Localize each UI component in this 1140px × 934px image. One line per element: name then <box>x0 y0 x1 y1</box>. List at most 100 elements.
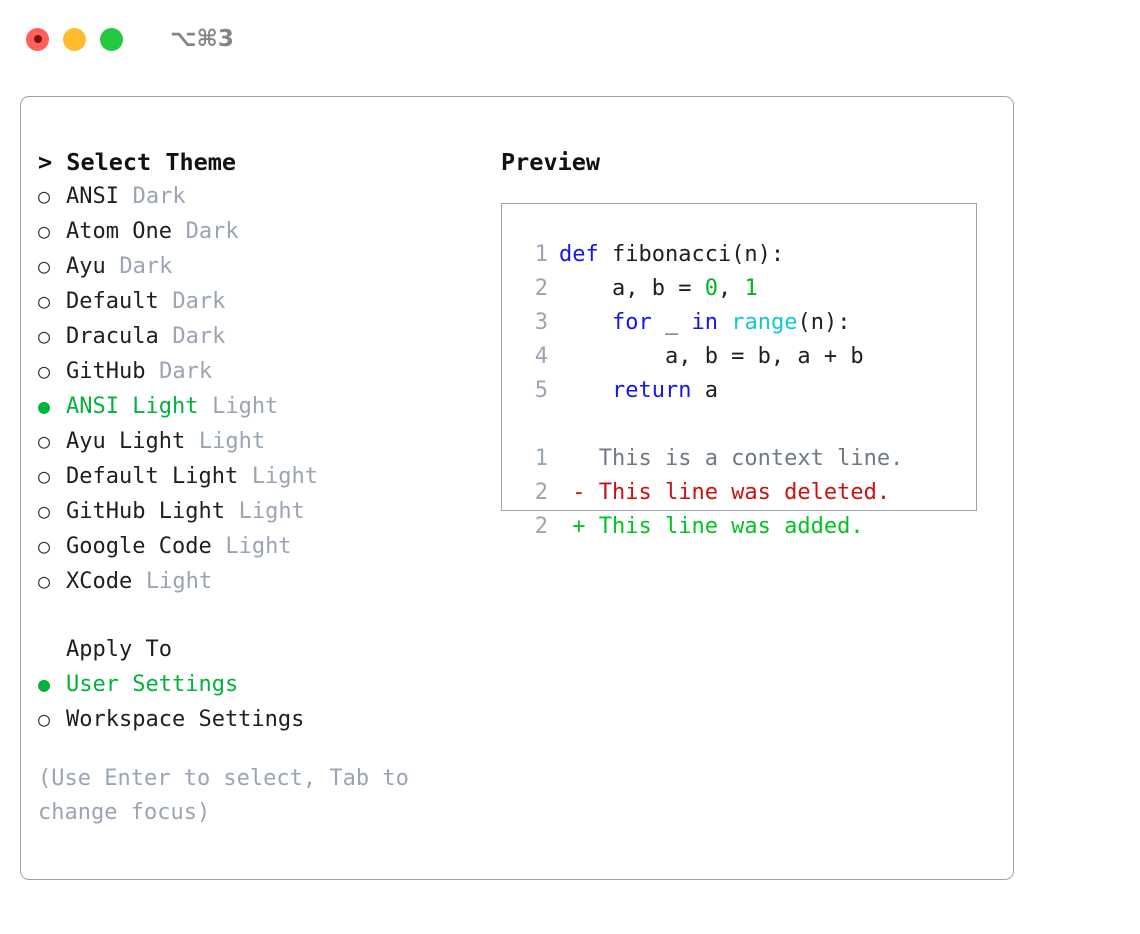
theme-option-label: Atom One <box>66 219 172 244</box>
code-token-num: 0 <box>704 276 718 301</box>
code-token-plain: a, b = <box>559 276 705 301</box>
theme-option-github[interactable]: ○ GitHub Dark <box>38 354 488 389</box>
select-theme-heading: > Select Theme <box>38 148 237 176</box>
radio-unselected-icon: ○ <box>38 707 51 731</box>
theme-option-atom-one[interactable]: ○ Atom One Dark <box>38 214 488 249</box>
code-token-kw: def <box>559 242 612 267</box>
apply-to-heading: Apply To <box>66 637 172 662</box>
theme-option-label: Default Light <box>66 464 239 489</box>
radio-unselected-icon: ○ <box>38 499 51 523</box>
keyboard-hint-text: (Use Enter to select, Tab to change focu… <box>38 766 423 825</box>
code-line-text: for _ in range(n): <box>559 306 850 340</box>
code-line-text: def fibonacci(n): <box>559 238 784 272</box>
theme-option-label: Google Code <box>66 534 212 559</box>
theme-variant-badge: Light <box>145 569 213 594</box>
theme-variant-badge: Light <box>225 534 292 559</box>
minimize-button-icon[interactable] <box>63 27 86 51</box>
radio-unselected-icon: ○ <box>38 219 51 243</box>
code-line-number: 5 <box>534 378 548 403</box>
diff-line-number: 2 <box>534 514 548 539</box>
theme-variant-badge: Dark <box>172 289 226 314</box>
traffic-light-group <box>26 27 123 51</box>
code-token-kw: in <box>691 310 718 335</box>
code-line-number: 3 <box>534 310 548 335</box>
diff-line-text: This is a context line. <box>559 446 904 471</box>
theme-option-label: Ayu Light <box>66 429 186 454</box>
code-token-plain: _ <box>651 310 692 335</box>
radio-unselected-icon: ○ <box>38 324 51 348</box>
close-button-icon[interactable] <box>26 27 49 51</box>
theme-variant-badge: Light <box>212 394 279 419</box>
code-token-plain: a <box>691 378 718 403</box>
theme-variant-badge: Light <box>238 499 305 524</box>
code-token-plain: , <box>717 276 745 301</box>
maximize-button-icon[interactable] <box>100 27 123 51</box>
code-token-plain: (n): <box>797 310 851 335</box>
code-token-plain <box>559 310 612 335</box>
diff-line-number: 1 <box>534 446 548 471</box>
theme-option-xcode[interactable]: ○ XCode Light <box>38 564 488 599</box>
code-line-text: return a <box>559 374 718 408</box>
radio-unselected-icon: ○ <box>38 184 51 208</box>
apply-option-workspace-settings[interactable]: ○ Workspace Settings <box>38 702 488 737</box>
diff-line-text: + This line was added. <box>559 514 864 539</box>
theme-option-label: Ayu <box>66 254 106 279</box>
code-line-number: 2 <box>534 276 548 301</box>
theme-variant-badge: Dark <box>159 359 213 384</box>
radio-unselected-icon: ○ <box>38 464 51 488</box>
theme-variant-badge: Light <box>251 464 319 489</box>
code-token-plain: fibonacci(n): <box>611 242 785 267</box>
diff-block: 1 This is a context line. 2 - This line w… <box>516 442 976 544</box>
radio-unselected-icon: ○ <box>38 359 51 383</box>
code-token-kw: return <box>611 378 692 403</box>
theme-option-default-light[interactable]: ○ Default Light Light <box>38 459 488 494</box>
theme-option-ansi-light[interactable]: ● ANSI Light Light <box>38 389 488 424</box>
code-line: 5 return a <box>516 374 976 408</box>
window-title: ⌥⌘3 <box>170 26 234 52</box>
apply-to-option-list: ●User Settings ○ Workspace Settings <box>38 667 488 737</box>
diff-line-text: - This line was deleted. <box>559 480 891 505</box>
radio-unselected-icon: ○ <box>38 569 51 593</box>
theme-option-label: Default <box>66 289 159 314</box>
code-token-fn: range <box>731 310 798 335</box>
code-line: 2 a, b = 0, 1 <box>516 272 976 306</box>
theme-variant-badge: Dark <box>185 219 239 244</box>
radio-unselected-icon: ○ <box>38 289 51 313</box>
code-line-number: 4 <box>534 344 548 369</box>
code-line-text: a, b = b, a + b <box>559 340 864 374</box>
theme-option-label: GitHub <box>66 359 146 384</box>
apply-option-user-settings[interactable]: ●User Settings <box>38 667 488 702</box>
theme-variant-badge: Light <box>198 429 266 454</box>
theme-variant-badge: Dark <box>119 254 173 279</box>
section-spacer <box>38 599 488 633</box>
preview-column: Preview <box>501 145 1001 179</box>
apply-option-label: Workspace Settings <box>66 707 305 732</box>
code-token-num: 1 <box>744 276 758 301</box>
theme-option-label: XCode <box>66 569 133 594</box>
radio-unselected-icon: ○ <box>38 534 51 558</box>
theme-option-ayu-light[interactable]: ○ Ayu Light Light <box>38 424 488 459</box>
code-token-plain <box>559 378 612 403</box>
theme-option-label: ANSI Light <box>66 394 199 419</box>
diff-line-number: 2 <box>534 480 548 505</box>
radio-selected-icon: ● <box>38 672 51 696</box>
radio-selected-icon: ● <box>38 394 51 418</box>
theme-option-default[interactable]: ○ Default Dark <box>38 284 488 319</box>
diff-line-del: 2 - This line was deleted. <box>516 476 976 510</box>
theme-variant-badge: Dark <box>172 324 226 349</box>
code-line: 3 for _ in range(n): <box>516 306 976 340</box>
titlebar: ⌥⌘3 <box>0 0 1140 78</box>
theme-option-google-code[interactable]: ○ Google Code Light <box>38 529 488 564</box>
radio-unselected-icon: ○ <box>38 429 51 453</box>
